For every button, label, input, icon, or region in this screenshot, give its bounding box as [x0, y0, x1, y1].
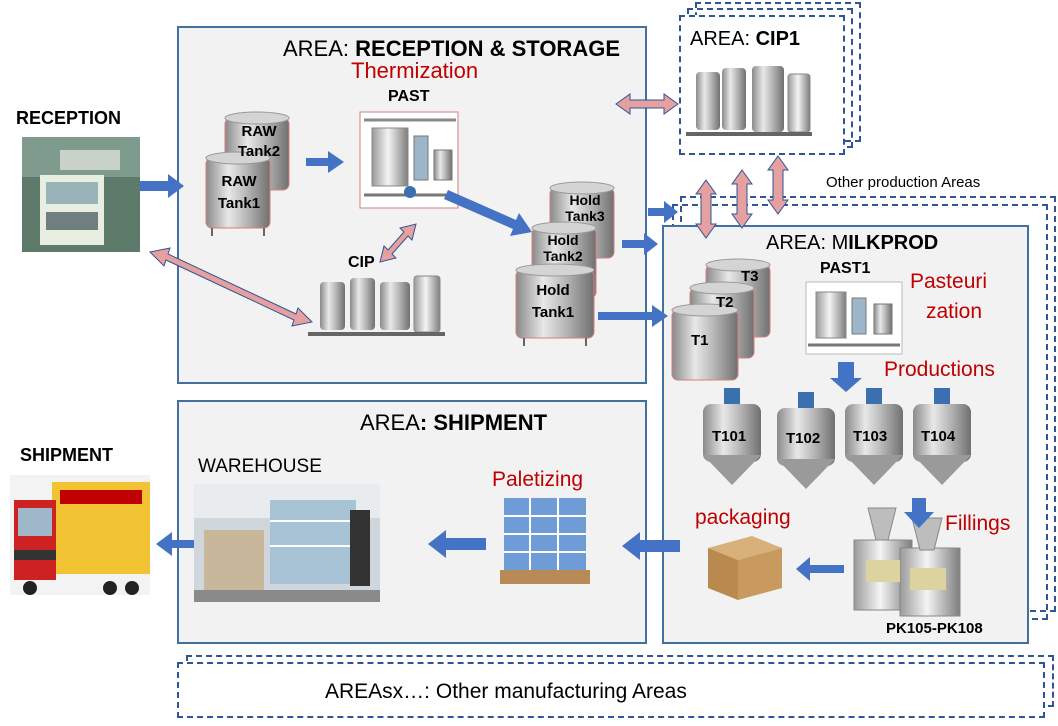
thermization-label: Thermization [351, 58, 479, 83]
arrow-paletizing-to-warehouse [428, 530, 486, 558]
other-manufacturing-frame [177, 662, 1045, 718]
raw-tank2-label: RAW Tank2 [237, 123, 281, 160]
t1-label: T1 [691, 332, 709, 349]
area-reception-title-prefix: AREA: [283, 36, 356, 61]
packers-label: PK105-PK108 [886, 620, 983, 637]
shipment-truck-image [10, 475, 150, 595]
past-label: PAST [388, 88, 430, 105]
cip-arrow-milkprod-2 [731, 169, 753, 229]
flow-arrows [140, 151, 934, 581]
arrow-fillers-to-packaging [796, 557, 844, 581]
cip-arrow-milkprod-3 [767, 155, 789, 215]
cip-connections [148, 93, 789, 327]
area-shipment-title-name: : SHIPMENT [419, 410, 548, 435]
arrow-hold3-to-milkprod [622, 233, 658, 255]
t102-tank-graphic [777, 392, 835, 489]
area-cip1-title: AREA: CIP1 [690, 28, 800, 51]
area-shipment-title-prefix: AREA [360, 410, 420, 435]
hold-tank1-label: Hold Tank1 [531, 282, 575, 321]
arrow-warehouse-to-shipment [156, 532, 194, 556]
t2-label: T2 [716, 294, 734, 311]
pasteurization-label-2: zation [926, 300, 983, 323]
area-milkprod-title: AREA: MILKPROD [766, 232, 938, 255]
hold-tank3-label: Hold Tank3 [565, 192, 605, 224]
arrow-packaging-to-paletizing [622, 532, 680, 560]
t103-tank-graphic [845, 388, 903, 485]
arrow-raw-to-past [306, 151, 344, 173]
packaging-label: packaging [695, 506, 791, 529]
raw-tank1-graphic [205, 151, 271, 236]
area-cip1-title-prefix: AREA: [690, 28, 756, 50]
cip1-unit-graphic [686, 66, 812, 136]
pasteurization-label-1: Pasteuri [910, 270, 988, 293]
cip-arrow-milkprod-1 [695, 179, 717, 239]
cip-arrow-reception-cip1 [615, 93, 679, 115]
arrow-into-cip-area [648, 201, 678, 223]
raw-tank1-label: RAW Tank1 [217, 173, 261, 212]
t3-label: T3 [741, 268, 759, 285]
cip-label: CIP [348, 254, 375, 271]
hold-tank1-graphic [515, 263, 595, 346]
cip-unit-graphic [308, 275, 445, 336]
t101-tank-graphic [703, 388, 761, 485]
area-shipment-title: AREA: SHIPMENT [360, 410, 547, 436]
t1-tank-graphic [671, 303, 739, 381]
reception-label: RECEPTION [16, 108, 122, 128]
area-milkprod-title-prefix: AREA: M [766, 232, 849, 254]
filling-machines-graphic [853, 507, 961, 617]
arrow-hold1-to-t1 [598, 305, 668, 327]
past-pasteurizer-graphic [359, 111, 459, 209]
arrow-tanks-to-fillers [904, 498, 934, 528]
other-manufacturing-label: AREAsx…: Other manufacturing Areas [325, 680, 687, 703]
warehouse-label: WAREHOUSE [198, 456, 322, 477]
arrow-past-to-hold [444, 190, 532, 236]
paletizing-pallet-graphic [500, 498, 590, 584]
warehouse-image [194, 484, 380, 602]
t104-tank-graphic [913, 388, 971, 485]
productions-label: Productions [884, 358, 995, 381]
t104-label: T104 [921, 428, 956, 445]
t103-label: T103 [853, 428, 888, 445]
packaging-box-graphic [708, 536, 782, 600]
arrow-past1-to-tanks [830, 362, 862, 392]
past1-label: PAST1 [820, 260, 871, 277]
shipment-label: SHIPMENT [20, 445, 114, 465]
area-reception-title-name: RECEPTION & STORAGE [355, 36, 620, 61]
reception-truck-image [22, 137, 140, 252]
cip-arrow-cip-past [379, 223, 417, 263]
other-production-label: Other production Areas [826, 174, 981, 191]
cip-arrow-reception-to-cip [148, 247, 314, 327]
t102-label: T102 [786, 430, 821, 447]
fillings-label: Fillings [945, 512, 1011, 535]
paletizing-label: Paletizing [492, 468, 584, 491]
t101-label: T101 [712, 428, 747, 445]
area-milkprod-title-name: ILKPROD [848, 232, 939, 254]
area-cip1-title-name: CIP1 [755, 28, 801, 50]
past1-pasteurizer-graphic [805, 281, 903, 355]
area-reception-title: AREA: RECEPTION & STORAGE [283, 36, 620, 62]
hold-tank2-label: Hold Tank2 [543, 232, 583, 264]
arrow-reception-to-raw [140, 174, 184, 198]
